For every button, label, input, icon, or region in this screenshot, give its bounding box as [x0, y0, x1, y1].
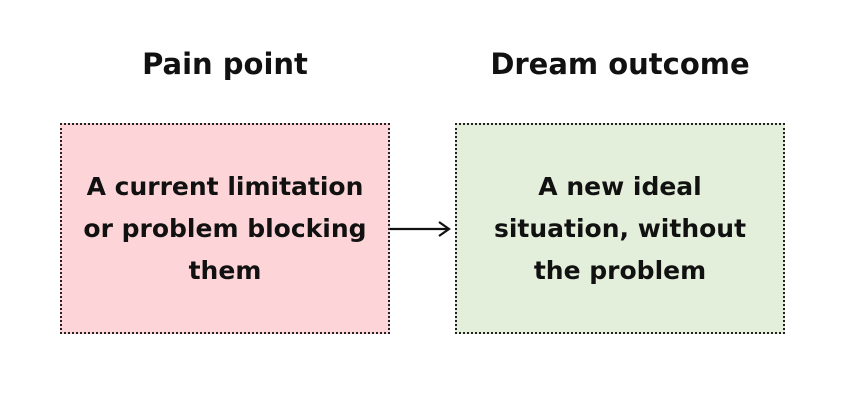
arrow-right-icon: [390, 221, 451, 237]
dream-outcome-description: A new ideal situation, without the probl…: [493, 171, 747, 285]
dream-outcome-box: A new ideal situation, without the probl…: [455, 123, 785, 334]
dream-outcome-heading: Dream outcome: [490, 47, 750, 81]
pain-point-heading: Pain point: [142, 47, 308, 81]
pain-point-description: A current limitation or problem blocking…: [83, 171, 367, 285]
pain-point-box: A current limitation or problem blocking…: [60, 123, 390, 334]
